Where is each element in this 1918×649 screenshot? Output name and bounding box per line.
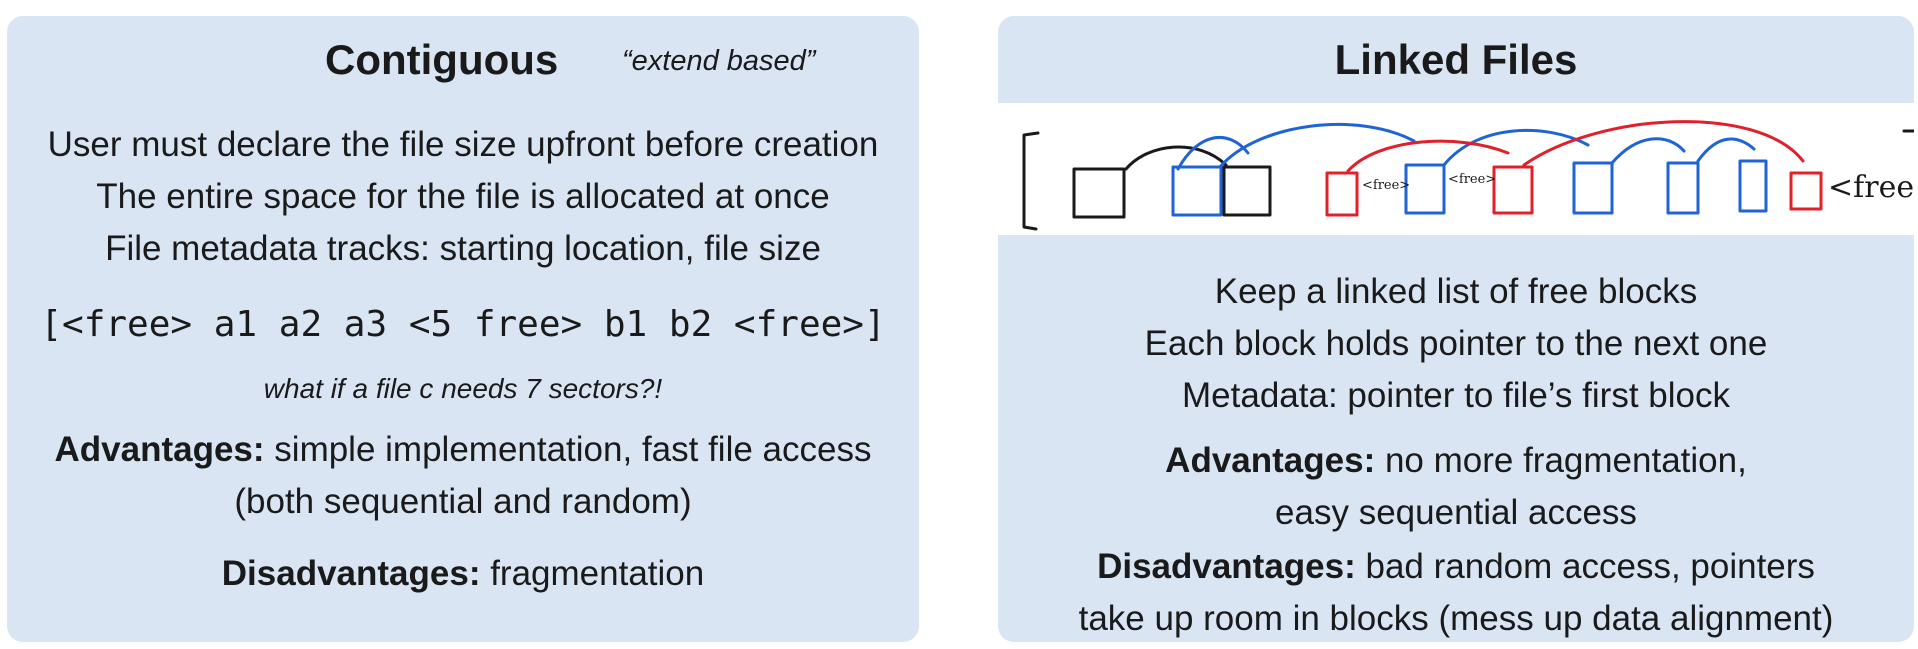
advantages-text: no more fragmentation, — [1375, 441, 1747, 480]
red-link-arrow — [1522, 120, 1805, 167]
blue-link-arrow — [1218, 123, 1416, 169]
used-block — [1738, 159, 1768, 213]
left-bracket — [1022, 131, 1040, 231]
blue-link-arrow — [1610, 137, 1686, 165]
used-block — [1404, 163, 1446, 215]
free-block — [1222, 165, 1272, 217]
contiguous-subtitle: “extend based” — [622, 45, 816, 77]
red-link-arrow — [1346, 139, 1510, 173]
contiguous-example: [<free> a1 a2 a3 <5 free> b1 b2 <free>] — [40, 304, 886, 345]
blue-link-arrow — [1696, 137, 1756, 163]
linked-title: Linked Files — [1334, 36, 1578, 83]
linked-blocks-diagram: <free> <free> <free> — [998, 103, 1914, 235]
advantages-label: Advantages: — [54, 430, 265, 469]
used-block — [1171, 165, 1223, 217]
used-block — [1666, 161, 1700, 215]
linked-advantages: Advantages: no more fragmentation, — [998, 435, 1914, 487]
contiguous-disadvantages: Disadvantages: fragmentation — [7, 548, 919, 600]
linked-files-panel: Linked Files — [998, 16, 1914, 642]
disadvantages-label: Disadvantages: — [221, 554, 481, 593]
disadvantages-text: bad random access, pointers — [1355, 547, 1815, 586]
free-label-3: <free> — [1828, 170, 1914, 205]
advantages-label: Advantages: — [1165, 441, 1376, 480]
contiguous-line-2: The entire space for the file is allocat… — [96, 177, 830, 216]
contiguous-advantages: Advantages: simple implementation, fast … — [7, 424, 919, 476]
contiguous-panel: Contiguous “extend based” User must decl… — [7, 16, 919, 642]
free-block-red — [1325, 171, 1359, 217]
contiguous-title: Contiguous — [325, 36, 559, 83]
linked-disadvantages: Disadvantages: bad random access, pointe… — [998, 541, 1914, 593]
blue-link-arrow — [1442, 128, 1590, 167]
free-label-2: <free> — [1448, 172, 1496, 187]
linked-advantages-2: easy sequential access — [1275, 493, 1637, 532]
used-block — [1572, 161, 1614, 215]
contiguous-line-1: User must declare the file size upfront … — [47, 125, 879, 164]
linked-line-1: Keep a linked list of free blocks — [1214, 272, 1698, 311]
advantages-text: simple implementation, fast file access — [264, 430, 872, 469]
linked-line-2: Each block holds pointer to the next one — [1144, 324, 1768, 363]
free-block-red — [1492, 165, 1534, 215]
disadvantages-label: Disadvantages: — [1097, 547, 1356, 586]
linked-line-3: Metadata: pointer to file’s first block — [1182, 376, 1730, 415]
contiguous-line-3: File metadata tracks: starting location,… — [105, 229, 821, 268]
free-block — [1072, 167, 1126, 219]
black-link-arrow — [1124, 145, 1228, 171]
disadvantages-text: fragmentation — [480, 554, 705, 593]
contiguous-question: what if a file c needs 7 sectors?! — [263, 373, 663, 404]
free-label-1: <free> — [1362, 178, 1410, 193]
linked-blocks-sketch: <free> <free> <free> — [1022, 120, 1914, 231]
free-block-red — [1789, 171, 1823, 211]
blue-link-arrow — [1176, 136, 1250, 171]
linked-disadvantages-2: take up room in blocks (mess up data ali… — [1078, 599, 1834, 638]
contiguous-advantages-2: (both sequential and random) — [234, 482, 692, 521]
